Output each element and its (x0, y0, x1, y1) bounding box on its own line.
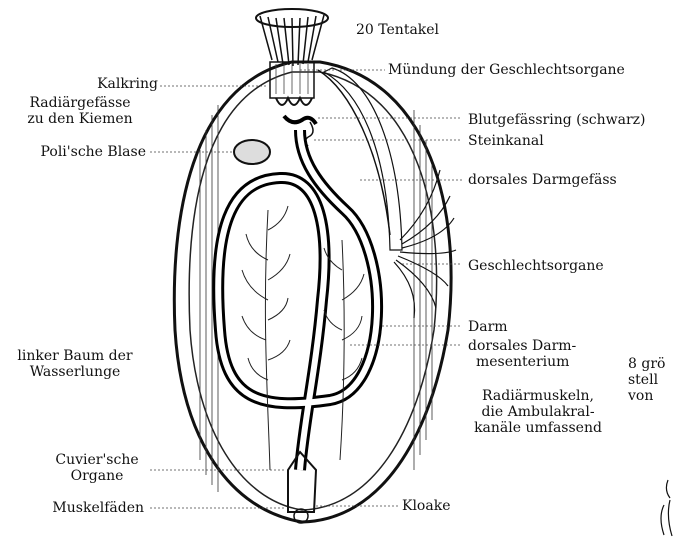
label-cut-line2: stell (628, 372, 665, 388)
intestine-loop-inner (218, 130, 377, 470)
label-respiratory-tree: linker Baum der Wasserlunge (0, 348, 150, 380)
label-radial-muscles: Radiärmuskeln, die Ambulakral- kanäle um… (462, 388, 614, 436)
label-cloaca: Kloake (402, 498, 450, 514)
label-mesentery: dorsales Darm- mesenterium (468, 338, 576, 370)
label-stone-canal: Steinkanal (468, 133, 544, 149)
label-mesentery-line2: mesenterium (468, 354, 576, 370)
label-poli-vesicle: Poli'sche Blase (0, 144, 146, 160)
label-respiratory-tree-line1: linker Baum der (0, 348, 150, 364)
label-cut-line3: von (628, 388, 665, 404)
gonad-tubules (394, 170, 456, 318)
label-cut-fragment: 8 grö stell von (628, 356, 665, 404)
poli-vesicle (234, 140, 270, 164)
body-wall-inner (189, 72, 436, 510)
label-radial-vessels-line1: Radiärgefässe (0, 95, 160, 111)
label-radial-muscles-line3: kanäle umfassend (462, 420, 614, 436)
label-cuvierian-line1: Cuvier'sche (30, 452, 164, 468)
label-dorsal-vessel: dorsales Darmgefäss (468, 172, 617, 188)
label-radial-muscles-line1: Radiärmuskeln, (462, 388, 614, 404)
label-gonads: Geschlechtsorgane (468, 258, 604, 274)
calcareous-ring (276, 98, 312, 105)
label-mesentery-line1: dorsales Darm- (468, 338, 576, 354)
label-radial-vessels-line2: zu den Kiemen (0, 111, 160, 127)
label-calcareous-ring: Kalkring (40, 76, 158, 92)
tentacle-crown (256, 9, 328, 98)
label-cuvierian-line2: Organe (30, 468, 164, 484)
label-respiratory-tree-line2: Wasserlunge (0, 364, 150, 380)
label-intestine: Darm (468, 319, 508, 335)
adjacent-figure-fragment (661, 480, 672, 536)
label-genital-opening: Mündung der Geschlechtsorgane (388, 62, 625, 78)
label-radial-vessels: Radiärgefässe zu den Kiemen (0, 95, 160, 127)
gonad-duct (318, 70, 390, 235)
label-radial-muscles-line2: die Ambulakral- (462, 404, 614, 420)
label-muscle-threads: Muskelfäden (20, 500, 144, 516)
muscle-hatching (200, 105, 432, 492)
label-cuvierian-organs: Cuvier'sche Organe (30, 452, 164, 484)
label-tentacles: 20 Tentakel (356, 22, 439, 38)
label-blood-ring: Blutgefässring (schwarz) (468, 112, 646, 128)
label-cut-line1: 8 grö (628, 356, 665, 372)
